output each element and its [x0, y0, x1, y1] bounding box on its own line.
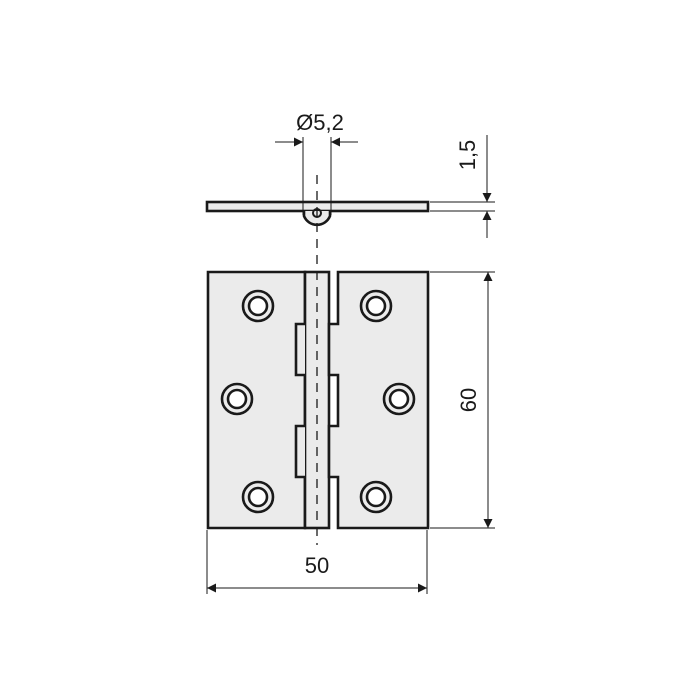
pin-diameter-label: Ø5,2: [296, 110, 344, 135]
height-label: 60: [456, 388, 481, 412]
screw-hole-left-bottom-icon: [241, 480, 275, 514]
front-view: [206, 255, 430, 545]
right-leaf: [327, 270, 430, 530]
knuckle-tab-lower: [294, 424, 305, 479]
thickness-dimension: 1,5: [430, 135, 495, 238]
width-dimension: 50: [206, 530, 428, 594]
screw-hole-right-bottom-icon: [359, 480, 393, 514]
width-label: 50: [305, 553, 329, 578]
top-view: [205, 175, 430, 255]
height-dimension: 60: [430, 271, 495, 529]
screw-hole-left-middle-icon: [220, 382, 254, 416]
knuckle-tab-upper: [294, 322, 305, 377]
pin-diameter-dimension: Ø5,2: [275, 110, 358, 215]
screw-hole-right-middle-icon: [382, 382, 416, 416]
screw-hole-left-top-icon: [241, 289, 275, 323]
thickness-label: 1,5: [455, 140, 480, 171]
screw-hole-right-top-icon: [359, 289, 393, 323]
